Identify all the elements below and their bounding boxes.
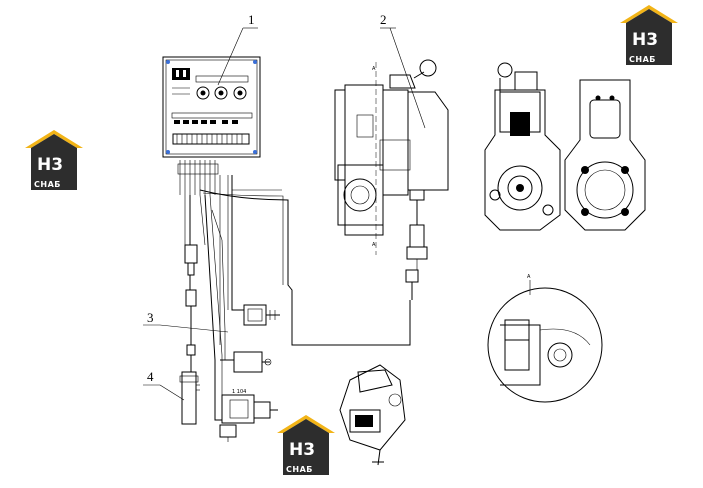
pump-rear-view (564, 79, 646, 231)
svg-text:A: A (372, 242, 376, 248)
watermark-logo-left: H3 CHAБ (25, 130, 83, 190)
callout-number-3: 3 (147, 310, 154, 325)
callout-1: 1 (217, 12, 258, 86)
controller-unit (162, 56, 261, 158)
watermark-logo-top-right: H3 CHAБ (620, 5, 678, 65)
logo-subtitle: CHAБ (286, 465, 313, 474)
logo-letters: H3 (632, 30, 658, 50)
bottom-switch-assembly: 1 104 (219, 389, 278, 442)
wiring-harness (177, 160, 411, 421)
callout-number-4: 4 (147, 369, 154, 384)
detail-view-circle: A (487, 274, 603, 403)
section-mark: A (527, 274, 531, 280)
actuator-side-view: A A (334, 59, 449, 300)
logo-subtitle: CHAБ (34, 180, 61, 189)
logo-letters: H3 (289, 440, 315, 460)
logo-subtitle: CHAБ (629, 55, 656, 64)
svg-text:1 104: 1 104 (232, 389, 246, 395)
terminal-strip (176, 134, 243, 144)
callout-number-2: 2 (380, 12, 387, 27)
callout-number-1: 1 (248, 12, 255, 27)
callout-2: 2 (380, 12, 426, 129)
watermark-logo-bottom: H3 CHAБ (277, 415, 335, 475)
plug-connector-3 (243, 304, 280, 326)
callout-4: 4 (143, 369, 185, 401)
callout-3: 3 (143, 310, 229, 333)
actuator-iso-view (339, 364, 406, 466)
svg-text:A: A (372, 66, 376, 72)
logo-letters: H3 (37, 155, 63, 175)
pressure-switch (220, 351, 272, 373)
pump-front-view (484, 62, 561, 231)
sensor-probe (179, 244, 200, 425)
